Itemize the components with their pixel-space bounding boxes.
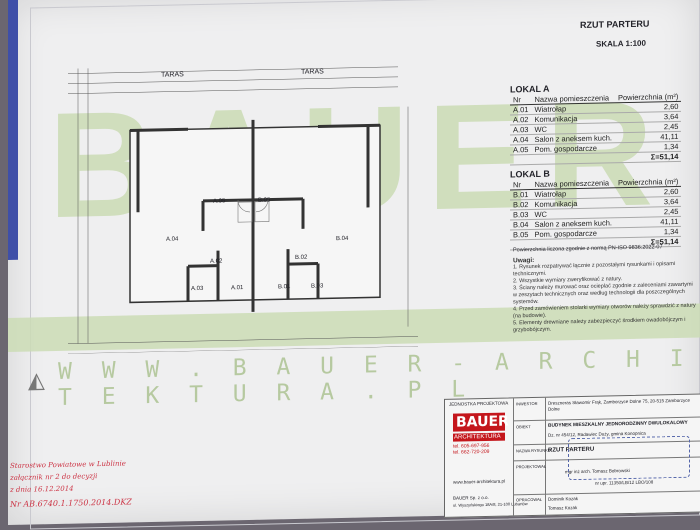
north-arrow-icon: ◭ [28,367,45,393]
cell [531,152,615,165]
drawing-scale: SKALA 1:100 [596,38,646,49]
logo-sub: ARCHITEKTURA [453,432,505,442]
column-header: Nr [510,180,532,190]
cell: A.03 [510,124,532,135]
cell: 41,11 [614,216,682,228]
cell: 41,11 [614,131,682,143]
total-cell: Σ=51,14 [614,151,682,163]
jednostka-label: JEDNOSTKA PROJEKTOWA [449,400,509,407]
room-code-a04: A.04 [166,236,179,243]
lokal-a-heading: LOKAL A [510,83,550,95]
drawing-sheet: BAUER W W W . B A U E R - A R C H I T E … [8,0,700,530]
cell [510,154,532,165]
checker: Tomasz Kozak [548,505,578,511]
cell: B.01 [510,189,532,200]
lokal-b-table: Nr Nazwa pomieszczenia Powierzchnia (m²)… [510,176,682,251]
investor-label: INWESTOR [516,400,538,407]
cell: B.03 [510,209,532,220]
logo-main: BAUER [453,412,509,432]
signature-stamp [568,435,690,481]
drawing-title: RZUT PARTERU [580,18,650,31]
room-code-a01: A.01 [231,285,244,292]
cell: A.01 [510,104,532,115]
phone-2: tel. 662-720-209 [453,448,490,456]
drafter-label: OPRACOWAŁ [516,496,542,503]
cell: B.02 [510,199,532,210]
object: BUDYNEK MIESZKALNY JEDNORODZINNY DWULOKA… [548,420,688,429]
cell: 2,45 [614,121,682,133]
cell: A.04 [510,134,532,145]
company-name: BAUER Sp. z o.o. [453,494,489,501]
designer-label: PROJEKTOWAŁ [516,463,547,470]
terrace-label-b: TARAS [301,68,324,76]
room-code-a05: A.05 [213,198,226,205]
cell: 2,60 [614,101,682,113]
drafter: Dominik Kozak [548,496,579,502]
column-header: Nr [510,95,532,105]
lokal-a-table: Nr Nazwa pomieszczenia Powierzchnia (m²)… [510,91,682,166]
investor: Dreszneras Sławomir Frąk, Zamborzyce Dol… [548,397,691,412]
cell: A.05 [510,144,532,155]
room-code-b01: B.01 [278,284,291,291]
folder-edge [8,0,18,261]
terrace-label-a: TARAS [161,71,184,79]
lokal-b-heading: LOKAL B [510,168,550,180]
cell: B.04 [510,219,532,230]
floor-plan [68,66,418,354]
room-code-a02: A.02 [210,258,223,265]
room-code-b05: B.05 [258,197,271,204]
handwritten-date: z dnia 16.12.2014 [10,484,74,494]
notes-block: Uwagi: 1. Rysunek rozpatrywać łącznie z … [513,254,698,335]
cell: 3,64 [614,111,682,123]
website: www.bauer-architektura.pl [453,478,506,485]
cell: B.05 [510,229,532,240]
cell: 2,60 [614,186,682,198]
cell: 1,34 [614,226,682,238]
sheet-label: NAZWA RYSUNKU [516,447,551,454]
cell: 3,64 [614,196,682,208]
cell: A.02 [510,114,532,125]
room-code-a03: A.03 [191,285,204,293]
room-code-b03: B.03 [311,283,324,290]
object-label: OBIEKT [516,424,531,430]
cell: 1,34 [614,141,682,153]
cell: 2,45 [614,206,682,218]
company-logo: BAUER ARCHITEKTURA tel. 605-697-956 tel.… [453,412,509,474]
room-code-b04: B.04 [336,235,349,243]
room-code-b02: B.02 [295,254,308,261]
license: nr upr. 11350/LB/12 LBO/108 [595,479,654,486]
